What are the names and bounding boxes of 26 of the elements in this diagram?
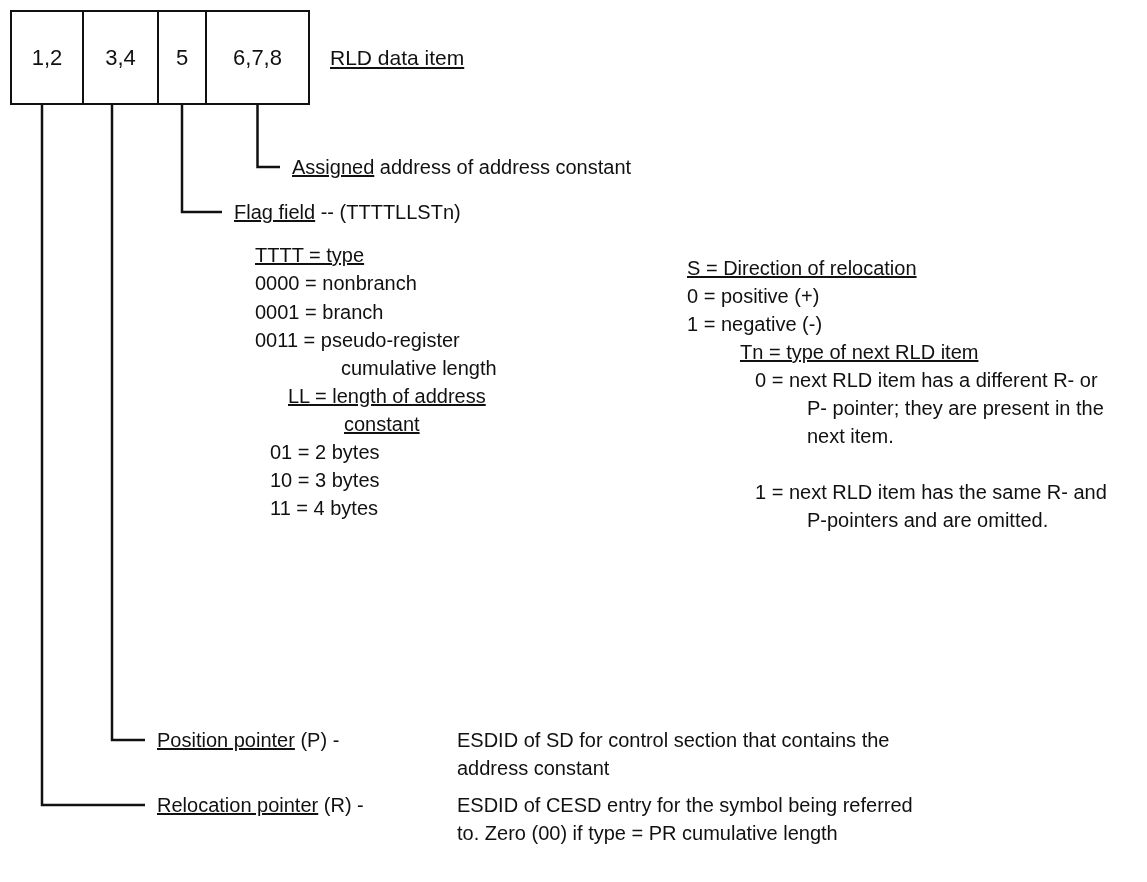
record-box [10, 10, 310, 105]
record-field: 3,4 [84, 12, 159, 103]
record-field: 6,7,8 [207, 12, 308, 103]
table-heading: TTTT = type [255, 243, 365, 268]
table-heading: Tn = type of next RLD item [740, 340, 979, 365]
code-definition: 0001 = branch [255, 300, 384, 325]
code-definition: 11 = 4 bytes [270, 496, 379, 521]
field-description: ESDID of SD for control section that contains the address constant [457, 728, 891, 781]
table-heading: LL = length of address constant [288, 384, 487, 437]
record-caption: RLD data item [330, 45, 465, 71]
record-field: 1,2 [12, 12, 84, 103]
code-definition: 0011 = pseudo-register cumulative length [255, 328, 498, 381]
code-definition: 0000 = nonbranch [255, 271, 417, 296]
table-heading: S = Direction of relocation [687, 256, 917, 281]
code-definition: 0 = positive (+) [687, 284, 820, 309]
code-definition: 10 = 3 bytes [270, 468, 380, 493]
field-description: Flag field -- (TTTTLLSTn) [222, 198, 722, 226]
field-description: Assigned address of address constant [280, 153, 880, 181]
code-definition: 01 = 2 bytes [270, 440, 380, 465]
code-definition: 1 = negative (-) [687, 312, 823, 337]
code-definition: 1 = next RLD item has the same R- and P-pointers and are omitted. [755, 480, 1108, 533]
field-description: ESDID of CESD entry for the symbol being referred to. Zero (00) if type = PR cumulative length [457, 793, 914, 846]
field-name: Position pointer (P) - [157, 728, 341, 753]
field-name: Relocation pointer (R) - [157, 793, 365, 818]
code-definition: 0 = next RLD item has a different R- or P- pointer; they are present in the next item. [755, 368, 1105, 449]
record-field: 5 [159, 12, 207, 103]
